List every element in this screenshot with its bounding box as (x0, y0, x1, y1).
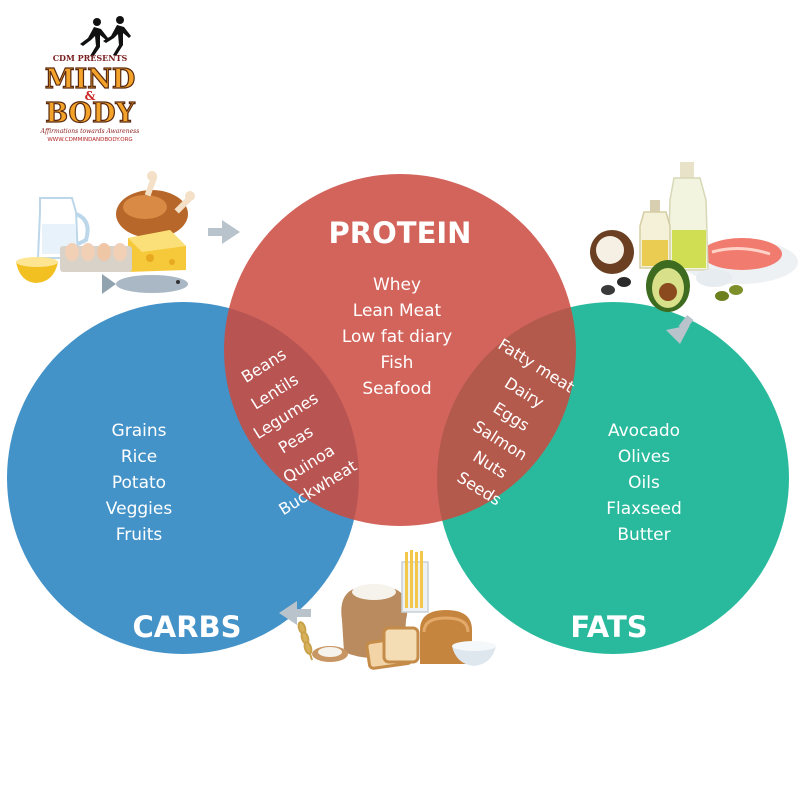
logo-line-body: BODY (45, 98, 135, 129)
list-item: Fruits (116, 525, 163, 545)
arrow-to-fats-icon (666, 315, 694, 344)
list-item: Oils (628, 473, 660, 493)
list-item: Low fat diary (342, 327, 452, 347)
logo-url: WWW.CDMMINDANDBODY.ORG (47, 137, 132, 143)
list-item: Whey (373, 275, 421, 295)
mind-and-body-logo: CDM PRESENTS MIND & BODY Affirmations to… (40, 16, 140, 143)
list-item: Potato (112, 473, 166, 493)
list-item: Lean Meat (353, 301, 442, 321)
protein-circle (224, 174, 576, 526)
list-item: Avocado (608, 421, 680, 441)
list-item: Seafood (362, 379, 431, 399)
venn-circles (7, 174, 789, 654)
carbs-list: Grains Rice Potato Veggies Fruits (106, 421, 173, 545)
runners-icon (80, 16, 131, 57)
fat-foods-illustration (590, 162, 798, 312)
list-item: Flaxseed (606, 499, 682, 519)
list-item: Olives (618, 447, 670, 467)
fats-list: Avocado Olives Oils Flaxseed Butter (606, 421, 682, 545)
fats-title: FATS (570, 610, 647, 644)
list-item: Grains (112, 421, 167, 441)
logo-tagline: Affirmations towards Awareness (40, 128, 140, 135)
protein-foods-illustration (16, 171, 195, 294)
list-item: Fish (381, 353, 414, 373)
logo-top-text: CDM PRESENTS (53, 53, 128, 63)
carbs-title: CARBS (132, 610, 241, 644)
list-item: Rice (121, 447, 157, 467)
protein-list: Whey Lean Meat Low fat diary Fish Seafoo… (342, 275, 452, 399)
arrow-to-protein-icon (208, 220, 240, 244)
logo-line-mind: MIND (45, 64, 136, 95)
carb-foods-illustration (297, 550, 496, 670)
list-item: Butter (617, 525, 670, 545)
arrow-to-carbs-icon (279, 601, 311, 625)
list-item: Veggies (106, 499, 173, 519)
logo-ampersand: & (85, 89, 96, 103)
protein-title: PROTEIN (329, 216, 472, 250)
